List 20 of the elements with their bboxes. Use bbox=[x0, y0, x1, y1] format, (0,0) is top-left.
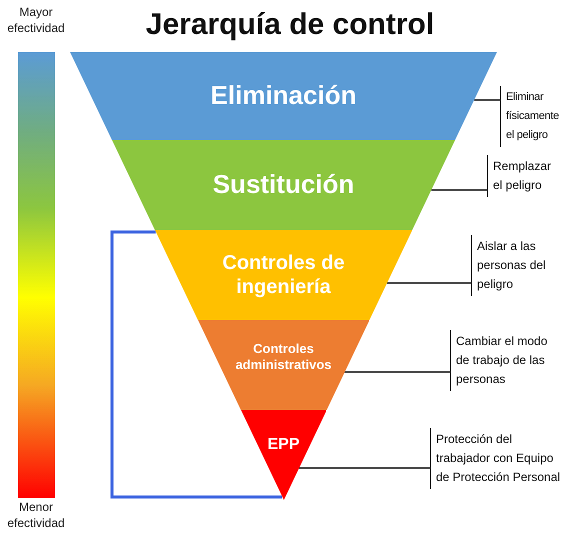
scale-label: Menor efectividad bbox=[6, 499, 66, 531]
description-text: Protección del trabajador con Equipo de Protección Personal bbox=[430, 428, 565, 489]
band-label: Controles de ingeniería bbox=[221, 251, 346, 299]
leader-line bbox=[298, 467, 430, 469]
leader-line bbox=[344, 371, 450, 373]
description-text: Eliminar físicamente el peligro bbox=[500, 86, 565, 147]
bracket-line bbox=[110, 230, 282, 498]
band-label: Controles administrativos bbox=[234, 341, 333, 373]
band-label: Sustitución bbox=[212, 169, 356, 201]
scale-label: Mayor efectividad bbox=[6, 4, 66, 36]
description-text: Remplazar el peligro bbox=[487, 155, 557, 197]
description-text: Aislar a las personas del peligro bbox=[471, 235, 561, 296]
leader-line bbox=[474, 99, 500, 101]
effectiveness-gradient-bar bbox=[18, 52, 55, 498]
leader-line bbox=[386, 282, 471, 284]
band-label: Eliminación bbox=[210, 80, 358, 112]
title: Jerarquía de control bbox=[144, 8, 436, 42]
leader-line bbox=[431, 189, 487, 191]
band-label: EPP bbox=[266, 435, 300, 455]
description-text: Cambiar el modo de trabajo de las personas bbox=[450, 330, 560, 391]
